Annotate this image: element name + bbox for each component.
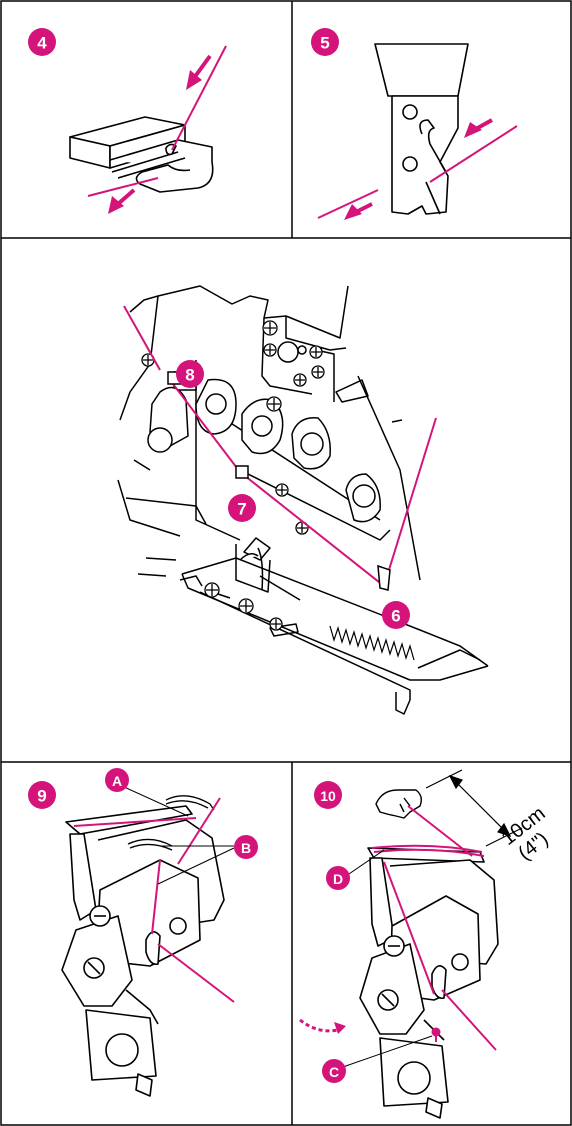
step-badge-6: 6: [382, 601, 410, 629]
looper-assembly: [359, 847, 499, 1119]
svg-text:5: 5: [320, 34, 329, 53]
svg-text:8: 8: [185, 366, 194, 385]
thread-line: [123, 305, 437, 587]
svg-text:9: 9: [37, 787, 46, 806]
svg-text:10: 10: [320, 788, 336, 804]
thread-line: [317, 125, 518, 219]
panel-step-5: [317, 43, 518, 220]
hand-icon: [375, 789, 423, 819]
screws: [141, 320, 325, 631]
step-badge-10: 10: [314, 781, 342, 809]
looper-assembly: [61, 805, 225, 1097]
needles: [127, 795, 215, 851]
looper-guide-part: [374, 43, 469, 215]
callout-d: D: [326, 866, 350, 890]
callout-leaders: [121, 785, 235, 885]
svg-text:C: C: [329, 1064, 339, 1080]
callout-leaders: [339, 849, 433, 1069]
svg-text:6: 6: [391, 607, 400, 626]
callout-c: C: [322, 1059, 346, 1083]
svg-text:4: 4: [37, 34, 47, 53]
callout-b: B: [234, 835, 258, 859]
panel-steps-6-7-8: [117, 285, 489, 715]
dimension-marker: [425, 769, 523, 847]
step-badge-7: 7: [228, 494, 256, 522]
panel-step-9: [61, 785, 235, 1097]
thread-line: [371, 805, 497, 1051]
callout-a: A: [105, 768, 129, 792]
direction-arrow-icon: [344, 118, 493, 220]
adjustment-knobs: [147, 341, 381, 561]
panel-step-10: [299, 769, 523, 1119]
panel-step-4: [69, 45, 227, 214]
direction-arrow-icon: [108, 54, 212, 214]
svg-text:B: B: [241, 840, 251, 856]
rotation-arrow-head-icon: [334, 1022, 346, 1034]
thread-line: [87, 45, 227, 197]
step-badge-9: 9: [28, 781, 56, 809]
thread-guide-block: [69, 116, 214, 193]
spring: [329, 625, 415, 661]
step-badge-4: 4: [28, 28, 56, 56]
step-badge-5: 5: [311, 28, 339, 56]
svg-text:D: D: [333, 871, 343, 887]
step-badge-8: 8: [176, 360, 204, 388]
svg-text:7: 7: [237, 500, 246, 519]
thread-line: [73, 797, 235, 1003]
rotation-arrow-icon: [299, 1018, 339, 1033]
dimension-label: 10cm (4"): [498, 802, 553, 864]
svg-text:A: A: [112, 773, 122, 789]
